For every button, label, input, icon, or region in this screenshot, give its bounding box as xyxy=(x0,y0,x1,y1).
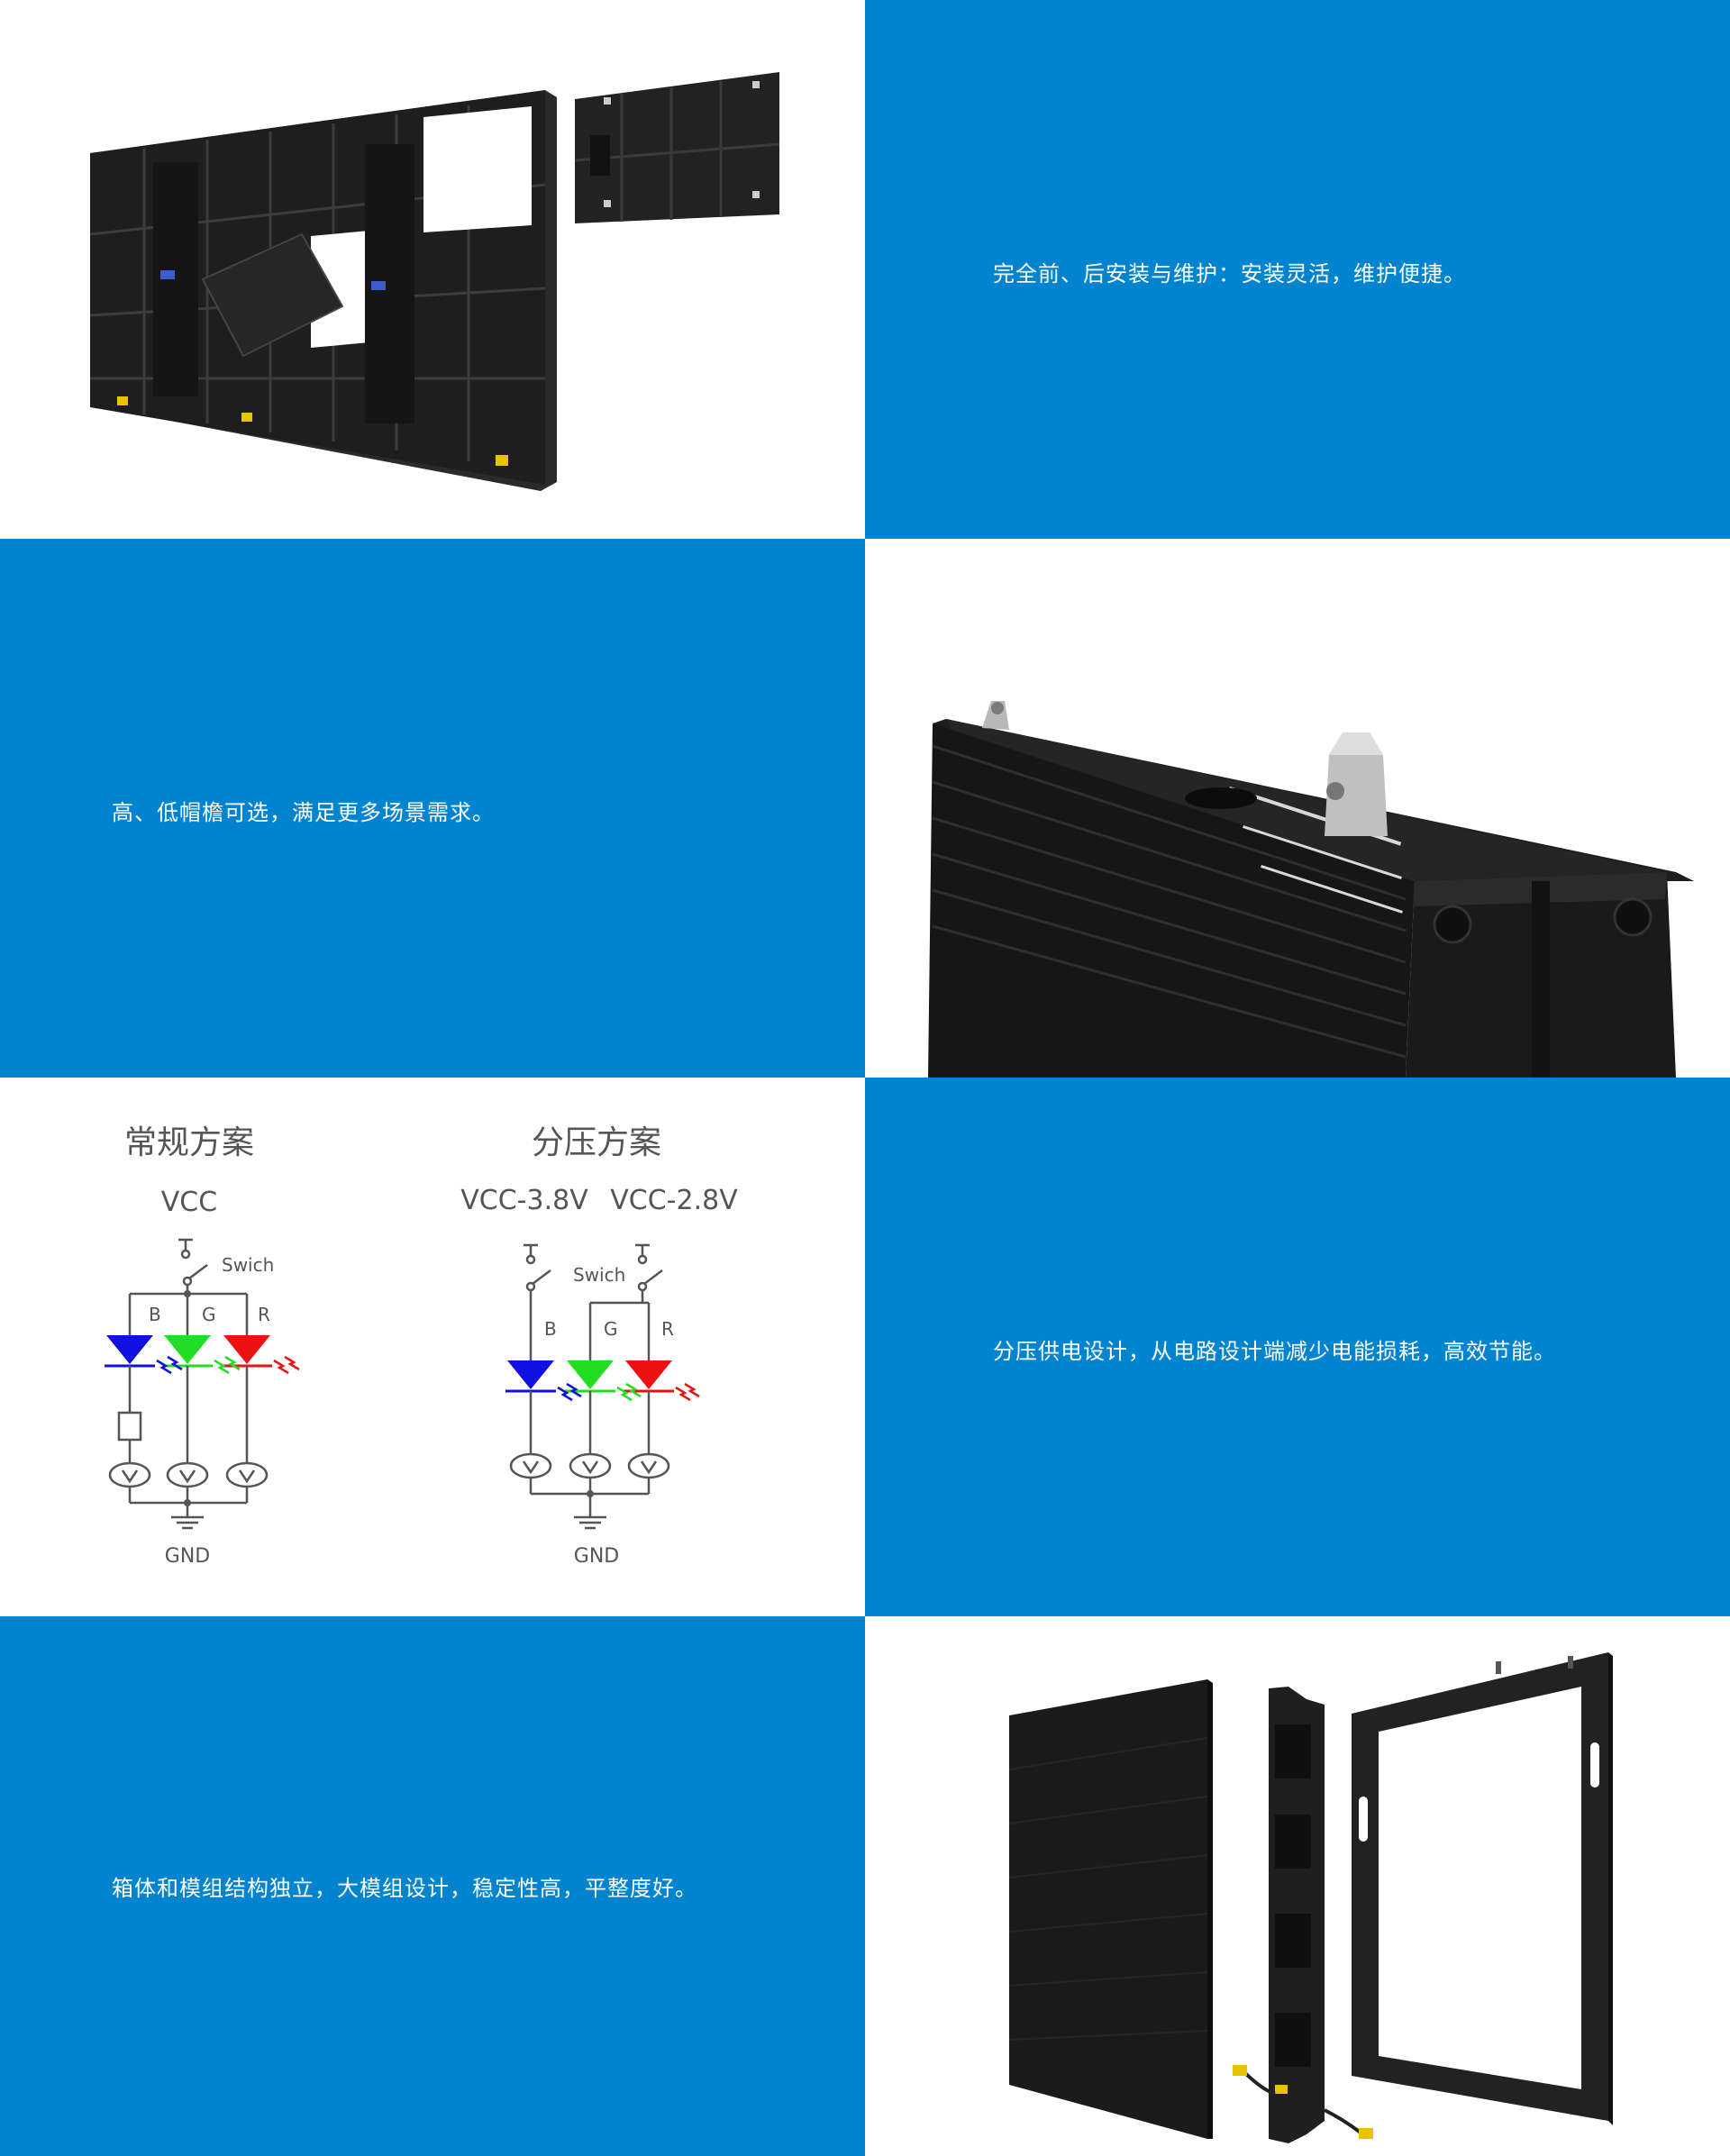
feature-panel-4: 箱体和模组结构独立，大模组设计，稳定性高，平整度好。 xyxy=(0,1616,865,2156)
feature-caption: 完全前、后安装与维护：安装灵活，维护便捷。 xyxy=(993,261,1466,287)
channel-label-b: B xyxy=(544,1318,557,1340)
switch-label: Swich xyxy=(222,1254,274,1276)
ground-label: GND xyxy=(165,1545,210,1568)
switch-symbol xyxy=(178,1238,208,1294)
feature-caption: 箱体和模组结构独立，大模组设计，稳定性高，平整度好。 xyxy=(112,1876,697,1901)
feature-row-split-voltage: 常规方案 VCC Swich B xyxy=(0,1078,1730,1616)
channel-label-b: B xyxy=(149,1304,161,1325)
switch-label: Swich xyxy=(573,1264,625,1286)
led-green-icon xyxy=(164,1335,211,1364)
channel-label-r: R xyxy=(661,1318,674,1340)
feature-caption: 高、低帽檐可选，满足更多场景需求。 xyxy=(112,800,495,825)
scheme-supply-label: VCC xyxy=(161,1187,217,1218)
cabinet-module-exploded-photo xyxy=(865,1616,1730,2156)
led-blue-icon xyxy=(507,1360,554,1389)
cabinet-corner-closeup-photo xyxy=(865,539,1730,1078)
led-red-icon xyxy=(625,1360,672,1389)
led-blue-icon xyxy=(106,1335,153,1364)
cabinet-exploded-photo xyxy=(0,0,865,539)
channel-label-g: G xyxy=(202,1304,216,1325)
scheme-supply-a-label: VCC-3.8V xyxy=(460,1185,588,1216)
feature-panel-2: 高、低帽檐可选，满足更多场景需求。 xyxy=(0,539,865,1078)
feature-row-visor-options: 高、低帽檐可选，满足更多场景需求。 xyxy=(0,539,1730,1078)
led-red-icon xyxy=(223,1335,270,1364)
ground-label: GND xyxy=(574,1545,619,1568)
feature-row-front-rear-maintenance: 完全前、后安装与维护：安装灵活，维护便捷。 xyxy=(0,0,1730,539)
channel-label-g: G xyxy=(604,1318,618,1340)
channel-label-r: R xyxy=(258,1304,270,1325)
scheme-title-standard: 常规方案 xyxy=(124,1124,254,1161)
feature-panel-1: 完全前、后安装与维护：安装灵活，维护便捷。 xyxy=(865,0,1730,539)
feature-caption: 分压供电设计，从电路设计端减少电能损耗，高效节能。 xyxy=(993,1339,1556,1364)
scheme-title-split: 分压方案 xyxy=(532,1124,661,1161)
feature-panel-3: 分压供电设计，从电路设计端减少电能损耗，高效节能。 xyxy=(865,1078,1730,1616)
feature-row-independent-structure: 箱体和模组结构独立，大模组设计，稳定性高，平整度好。 xyxy=(0,1616,1730,2156)
led-green-icon xyxy=(567,1360,614,1389)
scheme-supply-b-label: VCC-2.8V xyxy=(610,1185,738,1216)
resistor-symbol xyxy=(117,1411,142,1442)
circuit-diagram: 常规方案 VCC Swich B xyxy=(0,1078,865,1616)
